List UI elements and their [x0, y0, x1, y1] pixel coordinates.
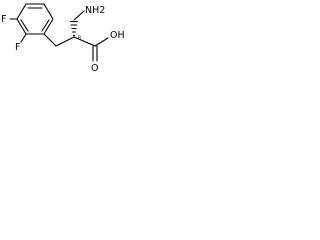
ch2-to-chiral-bond — [55, 36, 75, 47]
stereo-descriptor-label: R — [78, 35, 81, 41]
benzene-ring — [16, 3, 54, 35]
ring-double-bond — [20, 19, 29, 32]
carboxyl-to-hydroxyl-bond — [94, 37, 109, 47]
ring-bond — [43, 18, 54, 35]
amine-label: NH2 — [85, 5, 105, 16]
hydroxyl-label: OH — [110, 30, 125, 41]
ring-to-ch2-bond — [43, 33, 57, 47]
fluorine-bottom-label: F — [15, 42, 20, 53]
ring-bond — [16, 3, 27, 20]
ch2-to-nitrogen-bond — [73, 10, 85, 21]
chiral-to-carboxyl-bond — [73, 36, 96, 47]
carbonyl-oxygen-label: O — [91, 63, 98, 74]
ring-bond — [43, 3, 54, 20]
ring-double-bond — [41, 19, 50, 32]
c-f-bond-bottom — [20, 33, 27, 43]
chemical-structure-diagram: F F R NH2 OH O — [1, 3, 125, 74]
fluorine-top-label: F — [1, 14, 6, 25]
stereo-hash-wedge — [69, 20, 79, 37]
ring-bond — [16, 18, 27, 35]
